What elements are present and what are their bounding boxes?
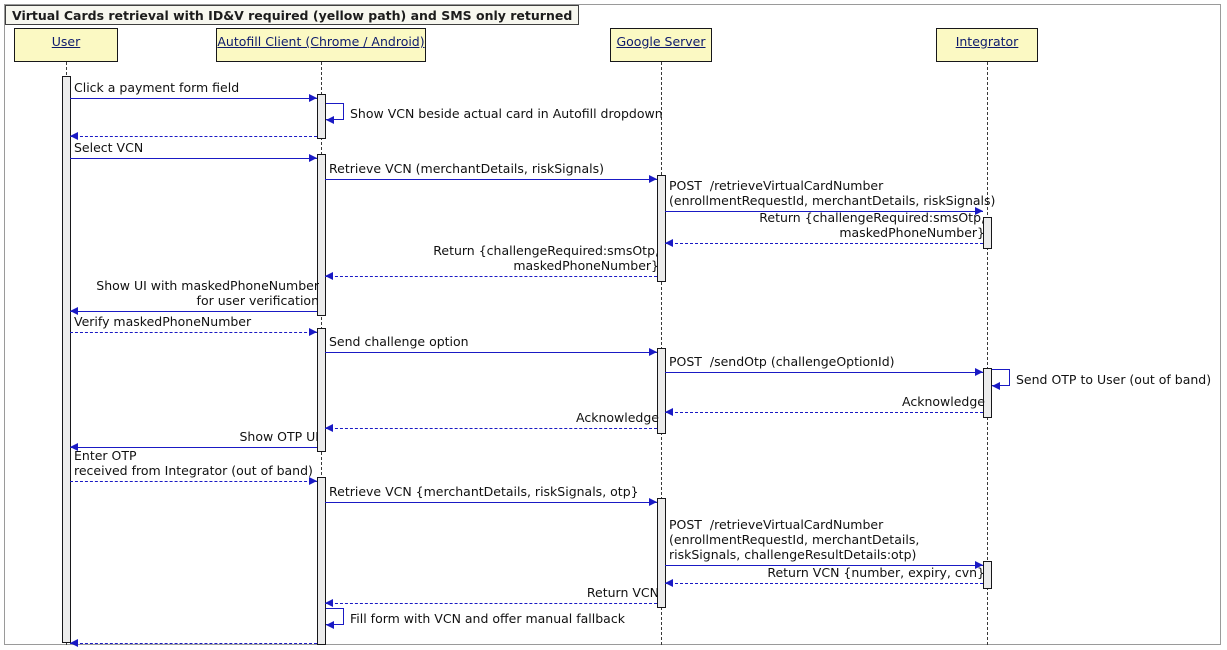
message-line-m9: [70, 311, 317, 312]
message-line-m1: [70, 98, 317, 99]
self-message-m13: [992, 369, 1010, 386]
message-arrowhead-m5: [649, 175, 657, 183]
self-message-m2: [326, 103, 344, 120]
message-arrowhead-m8: [325, 272, 333, 280]
participant-google[interactable]: Google Server: [610, 28, 712, 62]
message-label-m1: Click a payment form field: [74, 80, 240, 95]
activation-bar-google: [657, 175, 666, 282]
message-line-m18: [325, 502, 657, 503]
message-arrowhead-m21: [325, 599, 333, 607]
participant-autofill[interactable]: Autofill Client (Chrome / Android): [216, 28, 426, 62]
message-label-m17: Enter OTP received from Integrator (out …: [74, 448, 313, 478]
activation-bar-autofill: [317, 477, 326, 645]
participant-user[interactable]: User: [14, 28, 118, 62]
self-message-arrowhead-m22: [326, 621, 334, 629]
message-line-m16: [70, 447, 317, 448]
message-label-m11: Send challenge option: [329, 334, 469, 349]
activation-bar-integrator: [983, 561, 992, 589]
message-line-m7: [665, 243, 983, 244]
message-label-m14: Acknowledge: [902, 394, 985, 409]
message-line-m5: [325, 179, 657, 180]
message-line-m4: [70, 158, 317, 159]
participant-label: Google Server: [616, 34, 706, 49]
message-label-m22: Fill form with VCN and offer manual fall…: [350, 611, 625, 626]
message-label-m21: Return VCN: [586, 585, 659, 600]
message-arrowhead-m15: [325, 424, 333, 432]
message-label-m18: Retrieve VCN {merchantDetails, riskSigna…: [329, 484, 639, 499]
message-arrowhead-m4: [309, 154, 317, 162]
activation-bar-google: [657, 348, 666, 434]
message-arrowhead-m19: [975, 561, 983, 569]
message-arrowhead-m11: [649, 348, 657, 356]
diagram-frame: [4, 4, 1221, 645]
message-arrowhead-m10: [309, 328, 317, 336]
message-line-m19: [665, 565, 983, 566]
message-label-m12: POST /sendOtp (challengeOptionId): [669, 354, 895, 369]
activation-bar-integrator: [983, 368, 992, 418]
activation-bar-autofill: [317, 154, 326, 316]
message-line-m15: [325, 428, 657, 429]
message-line-m14: [665, 412, 983, 413]
message-line-m3: [70, 136, 317, 137]
message-label-m15: Acknowledge: [576, 410, 659, 425]
message-label-m19: POST /retrieveVirtualCardNumber (enrollm…: [669, 517, 920, 562]
activation-bar-google: [657, 498, 666, 608]
message-label-m13: Send OTP to User (out of band): [1016, 372, 1212, 387]
message-arrowhead-m17: [309, 477, 317, 485]
activation-bar-integrator: [983, 217, 992, 249]
message-line-m10: [70, 332, 317, 333]
message-arrowhead-m9: [70, 307, 78, 315]
activation-bar-autofill: [317, 328, 326, 452]
message-line-m21: [325, 603, 657, 604]
self-message-arrowhead-m13: [992, 382, 1000, 390]
message-arrowhead-m6: [975, 207, 983, 215]
message-line-m11: [325, 352, 657, 353]
message-label-m16: Show OTP UI: [239, 429, 319, 444]
message-label-m8: Return {challengeRequired:smsOtp, masked…: [433, 243, 659, 273]
message-arrowhead-m3: [70, 132, 78, 140]
activation-bar-user: [62, 76, 71, 643]
message-arrowhead-m23: [70, 639, 78, 647]
message-line-m17: [70, 481, 317, 482]
lifeline-integrator: [987, 62, 988, 645]
message-line-m12: [665, 372, 983, 373]
diagram-title: Virtual Cards retrieval with ID&V requir…: [5, 5, 580, 25]
message-label-m10: Verify maskedPhoneNumber: [74, 314, 252, 329]
activation-bar-autofill: [317, 94, 326, 139]
message-line-m6: [665, 211, 983, 212]
message-arrowhead-m12: [975, 368, 983, 376]
participant-label: Integrator: [955, 34, 1019, 49]
message-label-m6: POST /retrieveVirtualCardNumber (enrollm…: [669, 178, 996, 208]
self-message-m22: [326, 608, 344, 625]
message-arrowhead-m16: [70, 443, 78, 451]
message-label-m7: Return {challengeRequired:smsOtp, masked…: [759, 210, 985, 240]
participant-label: Autofill Client (Chrome / Android): [217, 34, 425, 49]
self-message-arrowhead-m2: [326, 116, 334, 124]
message-arrowhead-m14: [665, 408, 673, 416]
participant-label: User: [51, 34, 81, 49]
message-line-m20: [665, 583, 983, 584]
message-arrowhead-m1: [309, 94, 317, 102]
message-label-m4: Select VCN: [74, 140, 144, 155]
message-label-m20: Return VCN {number, expiry, cvn}: [767, 565, 985, 580]
message-label-m9: Show UI with maskedPhoneNumber for user …: [96, 278, 319, 308]
message-arrowhead-m20: [665, 579, 673, 587]
message-arrowhead-m18: [649, 498, 657, 506]
message-label-m5: Retrieve VCN (merchantDetails, riskSigna…: [329, 161, 604, 176]
message-line-m8: [325, 276, 657, 277]
message-arrowhead-m7: [665, 239, 673, 247]
message-label-m2: Show VCN beside actual card in Autofill …: [350, 106, 663, 121]
message-line-m23: [70, 643, 317, 644]
participant-integrator[interactable]: Integrator: [936, 28, 1038, 62]
